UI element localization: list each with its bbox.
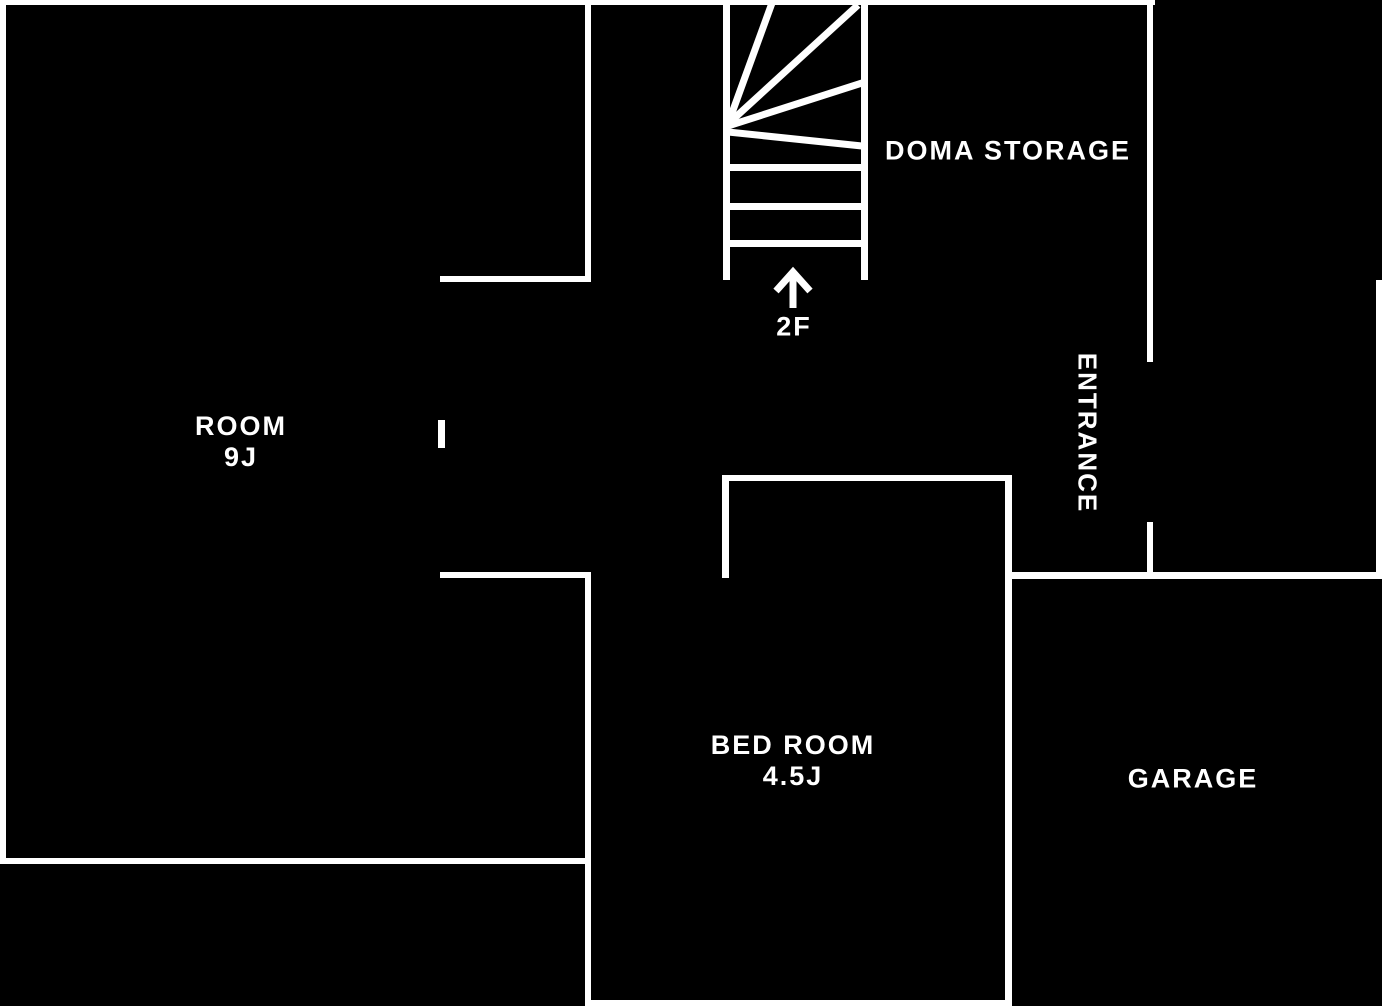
winder-line-2: [725, 2, 861, 127]
wall-room-bottom: [0, 858, 591, 864]
stair-tread-2: [723, 203, 868, 210]
wall-garage-top: [1011, 572, 1382, 579]
wall-top: [0, 0, 1155, 5]
bedroom-name: BED ROOM: [710, 730, 876, 760]
room-label-entrance: ENTRANCE: [1072, 352, 1103, 514]
wall-stair-left: [723, 0, 730, 280]
up-arrow-icon: [773, 266, 813, 294]
wall-bedroom-top: [722, 475, 1011, 481]
room-label-garage: GARAGE: [1127, 763, 1259, 794]
wall-right-edge: [1376, 280, 1382, 578]
wall-bedroom-right: [1005, 475, 1012, 1006]
winder-line-1: [724, 1, 776, 126]
stair-tread-1: [723, 164, 868, 171]
room-label-doma-storage: DOMA STORAGE: [884, 135, 1132, 166]
room-label-bedroom: BED ROOM 4.5J: [711, 730, 876, 792]
opening-tick-mark: [438, 420, 445, 448]
wall-left: [0, 0, 6, 864]
wall-right-upper: [1147, 0, 1153, 362]
wall-bedroom-left: [722, 475, 729, 578]
wall-partition-upper: [585, 0, 591, 282]
winder-line-4: [727, 128, 863, 150]
room9j-size: 9J: [223, 442, 259, 472]
wall-stair-right: [861, 0, 868, 280]
stair-tread-3: [723, 240, 868, 247]
bedroom-size: 4.5J: [762, 761, 824, 791]
room9j-name: ROOM: [195, 411, 287, 441]
wall-right-lower: [1147, 522, 1153, 578]
wall-bedroom-bottom: [585, 1000, 1012, 1006]
room-label-room9j: ROOM 9J: [195, 411, 287, 473]
wall-stub-lower: [440, 572, 591, 578]
stairs-floor-label: 2F: [776, 311, 812, 342]
wall-stub-upper: [440, 276, 591, 282]
winder-line-3: [726, 79, 864, 130]
wall-partition-lower: [585, 572, 591, 1006]
